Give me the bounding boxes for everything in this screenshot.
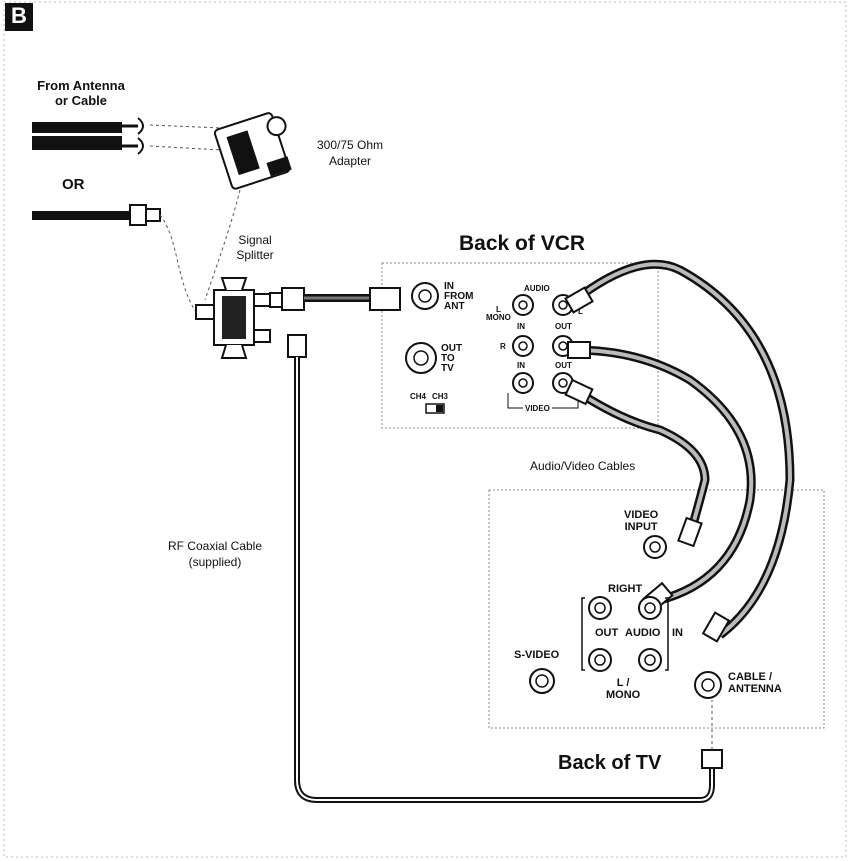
tv-cable-antenna-label: CABLE / ANTENNA — [728, 671, 782, 695]
vcr-in-from-ant-label: IN FROM ANT — [444, 282, 473, 312]
tv-in-label: IN — [672, 627, 683, 639]
antenna-cable-label-line2: or Cable — [54, 93, 107, 108]
figure-badge-box — [5, 3, 33, 31]
tv-antenna-label: ANTENNA — [728, 683, 782, 695]
tv-panel — [488, 489, 825, 729]
vcr-in-audio-label: IN — [517, 322, 525, 331]
vcr-out-audio-label: OUT — [555, 322, 572, 331]
adapter-label-line2: Adapter — [328, 154, 372, 168]
coax-splitter-to-vcr — [269, 287, 401, 311]
vcr-panel — [381, 262, 659, 429]
vcr-video-label: VIDEO — [523, 404, 552, 413]
tv-audio-label: AUDIO — [625, 627, 661, 639]
splitter-label-line1: Signal — [238, 233, 272, 247]
tv-input-label: INPUT — [624, 521, 658, 533]
ohm-adapter — [213, 112, 292, 190]
av-cables — [564, 259, 795, 643]
coax-input-cable — [32, 204, 161, 226]
splitter-label-line2: Splitter — [236, 248, 274, 262]
tv-out-label: OUT — [595, 627, 619, 639]
vcr-in-video-label: IN — [517, 361, 525, 370]
av-cables-label: Audio/Video Cables — [530, 459, 636, 473]
tv-right-label: RIGHT — [608, 583, 643, 595]
or-label: OR — [62, 176, 85, 193]
vcr-to-label: TO — [441, 353, 455, 364]
vcr-out-video-label: OUT — [555, 361, 572, 370]
twin-lead-cable — [32, 117, 144, 155]
vcr-tv-label: TV — [441, 363, 454, 374]
vcr-ch3-label: CH3 — [432, 392, 449, 401]
vcr-ch4-label: CH4 — [410, 392, 427, 401]
vcr-mono-label: MONO — [486, 313, 511, 322]
vcr-r-label: R — [500, 342, 506, 351]
tv-cable-label: CABLE / — [728, 671, 772, 683]
tv-jacks — [529, 535, 722, 699]
vcr-title: Back of VCR — [459, 232, 586, 255]
vcr-l-right-label: L — [578, 307, 583, 316]
adapter-label: 300/75 Ohm Adapter — [300, 137, 400, 169]
vcr-from-label: FROM — [444, 291, 474, 302]
tv-title: Back of TV — [558, 752, 662, 774]
antenna-cable-label: From Antenna or Cable — [26, 78, 136, 108]
vcr-audio-label: AUDIO — [524, 284, 550, 293]
rf-cable-label: RF Coaxial Cable (supplied) — [140, 538, 290, 570]
tv-mono-label: MONO — [606, 689, 641, 701]
vcr-out-label: OUT — [441, 343, 463, 354]
tv-l-mono-label: L / MONO — [606, 677, 640, 701]
tv-video-label: VIDEO — [624, 509, 659, 521]
vcr-in-label: IN — [444, 281, 454, 292]
adapter-label-line1: 300/75 Ohm — [316, 138, 384, 152]
rf-cable-label-line1: RF Coaxial Cable — [167, 539, 263, 553]
vcr-ant-label: ANT — [444, 301, 465, 312]
figure-badge: B — [11, 3, 27, 28]
vcr-out-to-tv-label: OUT TO TV — [441, 344, 462, 374]
tv-video-input-label: VIDEO INPUT — [624, 509, 658, 533]
vcr-l-mono-label: L MONO — [486, 306, 511, 322]
rf-cable-label-line2: (supplied) — [188, 555, 242, 569]
tv-s-video-label: S-VIDEO — [514, 649, 560, 661]
tv-l-label: L / — [616, 677, 630, 689]
rf-coax-cable — [287, 334, 723, 803]
vcr-l-label: L — [496, 305, 501, 314]
antenna-cable-label-line1: From Antenna — [37, 78, 125, 93]
signal-splitter — [195, 277, 271, 359]
splitter-label: Signal Splitter — [220, 233, 290, 263]
